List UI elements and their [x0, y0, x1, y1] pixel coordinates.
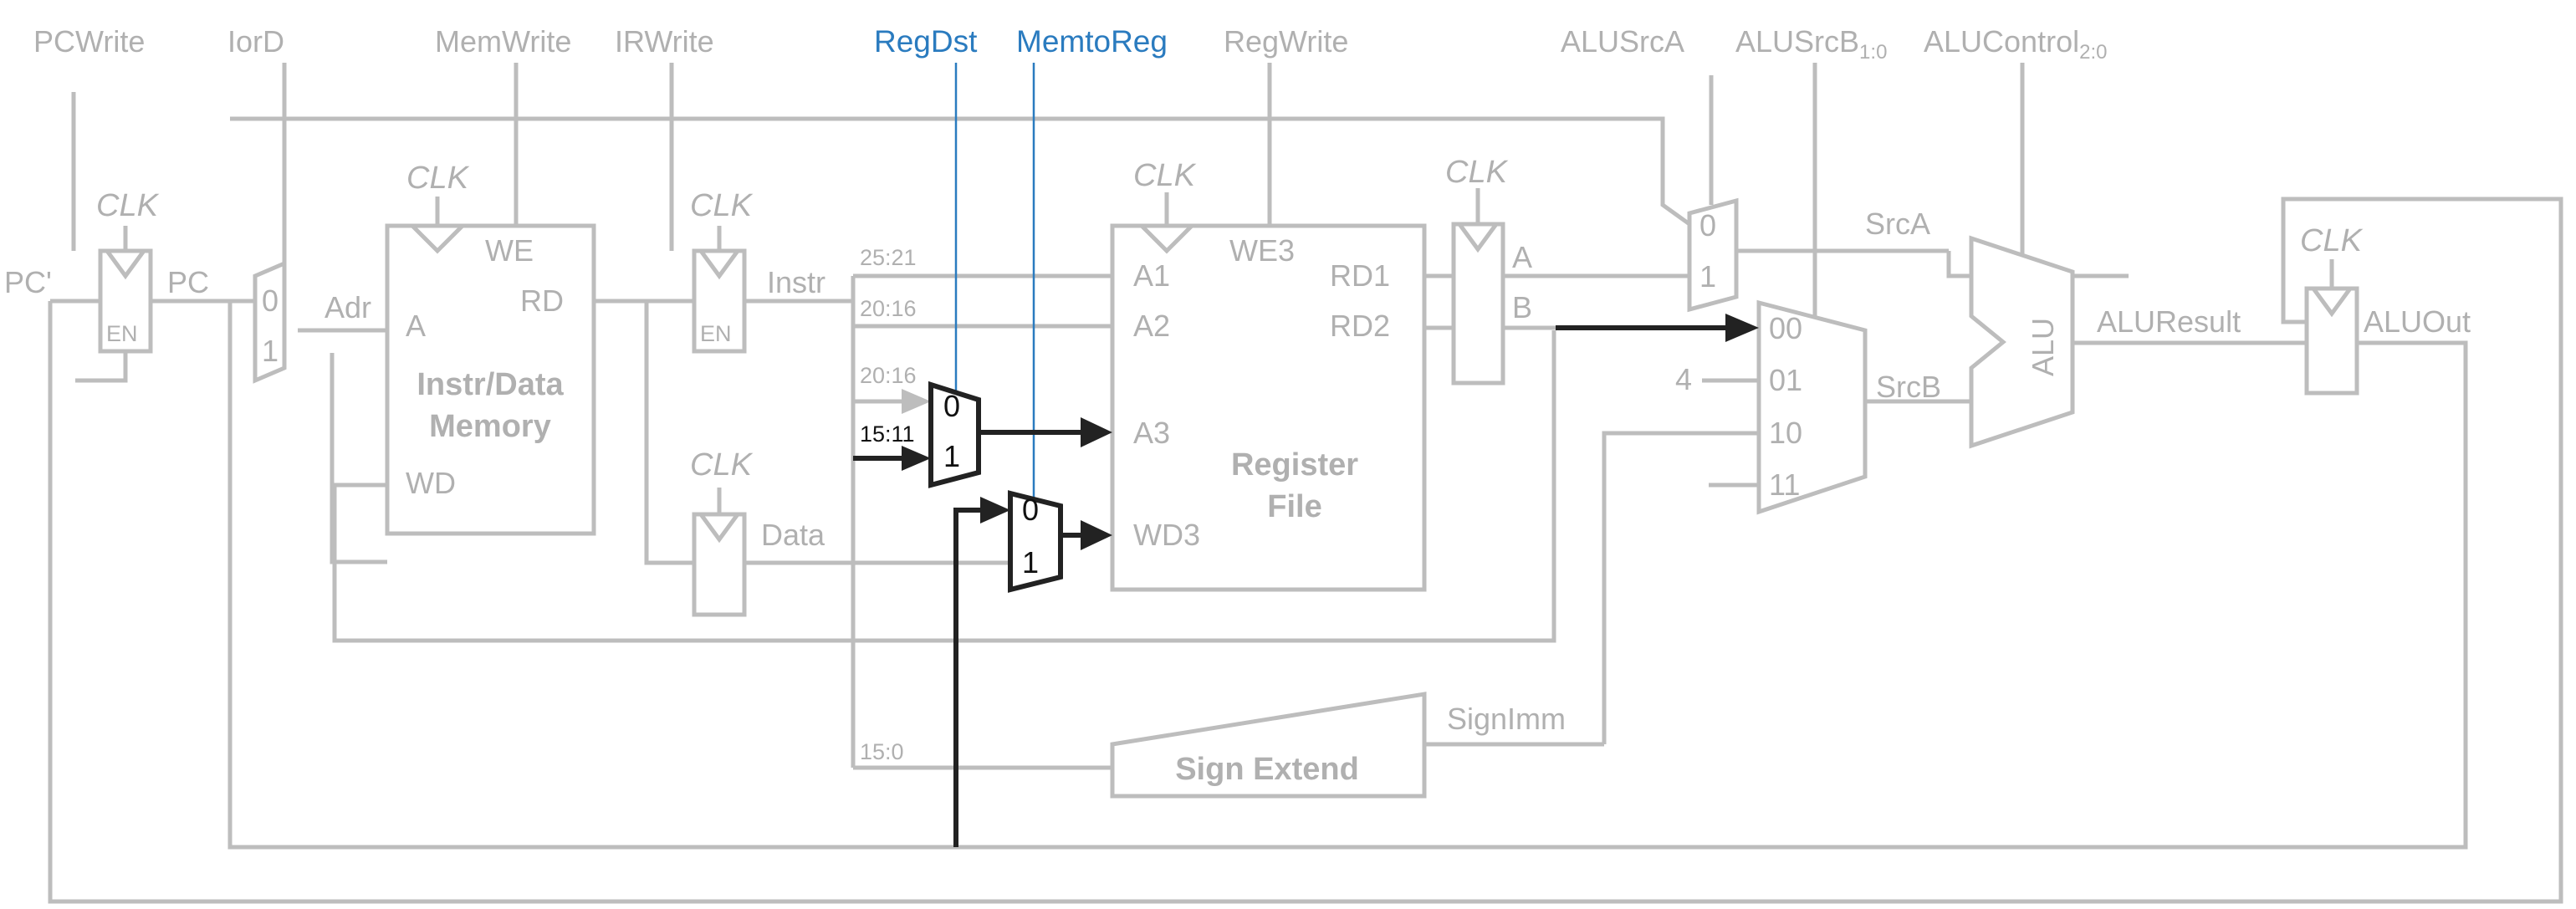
field-20-16-b: 20:16 — [860, 363, 917, 388]
label-iord: IorD — [227, 24, 284, 59]
memtoreg-mux — [1008, 490, 1063, 593]
gray-wires — [48, 63, 2563, 904]
active-paths — [853, 314, 1759, 847]
instr-data-memory — [385, 223, 596, 536]
clk-data-register: CLK — [690, 447, 754, 483]
srcb-mux — [1756, 299, 1868, 515]
label-alucontrol: ALUControl2:0 — [1924, 24, 2107, 64]
iord-mux-in0: 0 — [262, 283, 279, 318]
arrow-regdst-0 — [902, 389, 931, 414]
field-25-21: 25:21 — [860, 245, 917, 270]
memory-a: A — [406, 309, 426, 343]
regfile-a2: A2 — [1133, 309, 1170, 343]
clk-memory: CLK — [406, 161, 470, 196]
wire-label-srcb: SrcB — [1876, 370, 1941, 404]
srca-mux-in0: 0 — [1699, 208, 1716, 243]
arrow-a3 — [1081, 417, 1112, 447]
aluout-register — [2304, 286, 2359, 396]
label-alusrcb: ALUSrcB1:0 — [1735, 24, 1887, 64]
regdst-mux — [928, 380, 981, 488]
label-regdst: RegDst — [874, 24, 978, 59]
wire-label-aluout: ALUOut — [2364, 304, 2471, 339]
pc-register-en: EN — [106, 321, 138, 346]
register-b-label: B — [1512, 290, 1532, 324]
alu — [1969, 235, 2075, 449]
label-alucontrol-sub: 2:0 — [2079, 41, 2107, 64]
pc-register — [98, 248, 153, 354]
clk-pc-register: CLK — [96, 188, 160, 223]
label-pcwrite: PCWrite — [33, 24, 145, 59]
regfile-title-1: Register — [1231, 447, 1358, 483]
wire-label-instr: Instr — [767, 265, 825, 299]
regfile-a1: A1 — [1133, 258, 1170, 293]
wire-label-srca: SrcA — [1865, 207, 1930, 241]
regfile-rd1: RD1 — [1330, 258, 1390, 293]
srcb-mux-in00: 00 — [1769, 311, 1802, 345]
srcb-mux-in11: 11 — [1769, 467, 1800, 502]
wire-label-aluresult: ALUResult — [2097, 304, 2241, 339]
data-register — [692, 512, 747, 617]
regdst-mux-in0: 0 — [943, 389, 960, 423]
wire-label-pc: PC — [167, 265, 209, 299]
wire-label-pc-prime: PC' — [4, 265, 52, 299]
wire-label-adr: Adr — [325, 290, 371, 324]
srcb-mux-in10: 10 — [1769, 416, 1802, 450]
wire-label-signimm: SignImm — [1447, 702, 1566, 736]
sign-extend — [1110, 692, 1427, 799]
srca-mux — [1687, 197, 1739, 313]
clk-aluout-register: CLK — [2300, 223, 2364, 258]
arrow-srcb-00 — [1725, 314, 1759, 342]
label-memwrite: MemWrite — [435, 24, 571, 59]
regfile-we3: WE3 — [1229, 233, 1295, 268]
wire-label-four: 4 — [1675, 362, 1692, 396]
regdst-mux-in1: 1 — [943, 439, 960, 473]
label-alucontrol-main: ALUControl — [1924, 24, 2079, 59]
srca-mux-in1: 1 — [1699, 259, 1716, 294]
memory-title-1: Instr/Data — [417, 367, 564, 402]
register-a-label: A — [1512, 240, 1532, 274]
clk-register-file: CLK — [1133, 158, 1197, 193]
arrow-memtoreg-0 — [980, 497, 1010, 523]
memtoreg-mux-in1: 1 — [1022, 545, 1039, 580]
register-file — [1110, 223, 1427, 592]
blue-control-lines — [954, 63, 1035, 498]
label-irwrite: IRWrite — [615, 24, 714, 59]
label-regwrite: RegWrite — [1224, 24, 1348, 59]
wire-label-data: Data — [761, 518, 825, 552]
clk-ab-registers: CLK — [1445, 155, 1509, 190]
regfile-title-2: File — [1267, 489, 1321, 524]
label-alusrca: ALUSrcA — [1561, 24, 1684, 59]
memtoreg-mux-in0: 0 — [1022, 493, 1039, 527]
iord-mux-in1: 1 — [262, 334, 279, 368]
regfile-wd3: WD3 — [1133, 518, 1200, 552]
memory-wd: WD — [406, 466, 456, 500]
memory-title-2: Memory — [429, 409, 551, 444]
label-alusrcb-sub: 1:0 — [1859, 41, 1887, 64]
instruction-register-en: EN — [700, 321, 732, 346]
memory-we: WE — [485, 233, 534, 268]
field-20-16-a: 20:16 — [860, 296, 917, 321]
arrow-wd3 — [1081, 520, 1112, 550]
memory-rd: RD — [520, 283, 564, 318]
clk-instruction-register: CLK — [690, 188, 754, 223]
regfile-a3: A3 — [1133, 416, 1170, 450]
field-15-0: 15:0 — [860, 739, 904, 764]
alu-label: ALU — [2026, 318, 2060, 376]
label-alusrcb-main: ALUSrcB — [1735, 24, 1859, 59]
regfile-rd2: RD2 — [1330, 309, 1390, 343]
iord-mux — [253, 260, 287, 384]
sign-extend-label: Sign Extend — [1175, 752, 1359, 787]
ab-registers — [1451, 222, 1505, 386]
instruction-register — [692, 248, 747, 354]
arrow-regdst-1 — [902, 446, 931, 471]
field-15-11: 15:11 — [860, 421, 915, 447]
srcb-mux-in01: 01 — [1769, 363, 1802, 397]
label-memtoreg: MemtoReg — [1016, 24, 1168, 59]
